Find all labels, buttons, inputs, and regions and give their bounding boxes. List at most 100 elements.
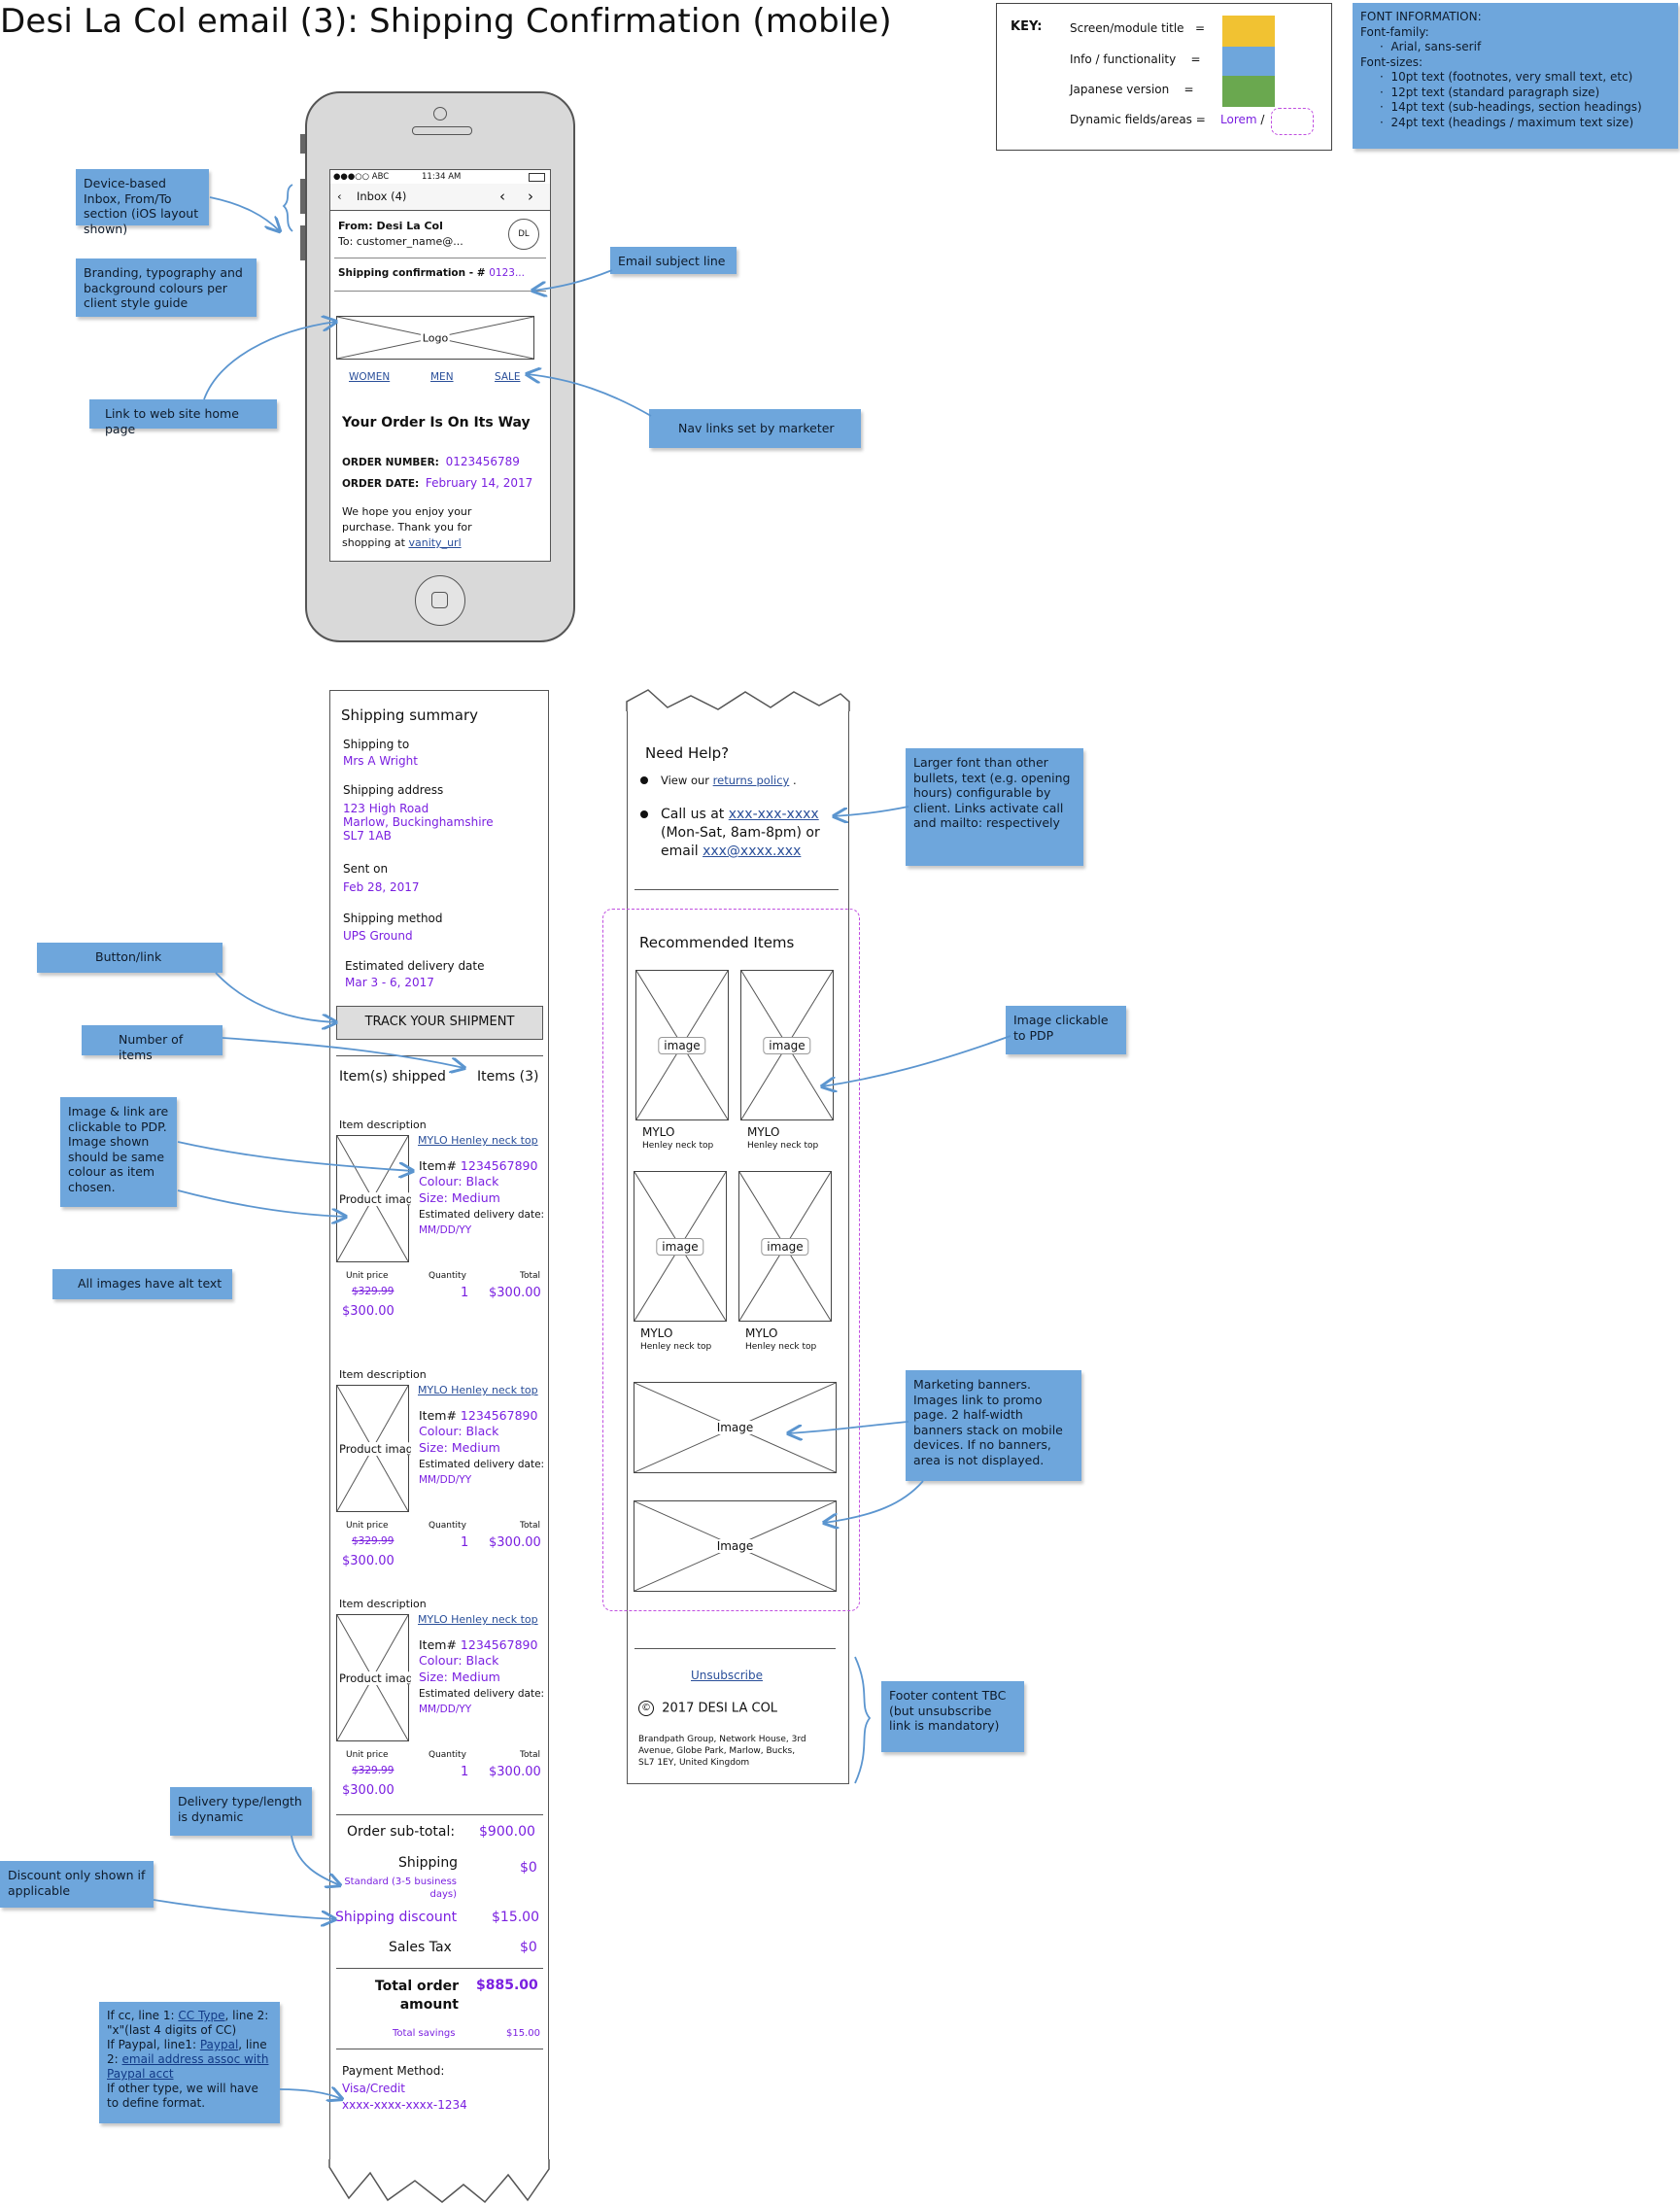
track-shipment-button[interactable]: TRACK YOUR SHIPMENT xyxy=(336,1006,543,1040)
recommended-item-image[interactable]: image xyxy=(738,1171,832,1322)
marketing-banner-1[interactable]: Image xyxy=(634,1382,837,1473)
phone-link[interactable]: xxx-xxx-xxxx xyxy=(728,807,819,822)
item-number: Item# 1234567890 xyxy=(419,1637,538,1652)
items-shipped-label: Item(s) shipped xyxy=(339,1069,446,1085)
item-number: Item# 1234567890 xyxy=(419,1408,538,1423)
key-row-info: Info / functionality = xyxy=(1070,52,1201,66)
unsubscribe-link[interactable]: Unsubscribe xyxy=(691,1669,763,1682)
next-chevron-icon[interactable]: › xyxy=(528,188,533,205)
back-chevron-icon[interactable]: ‹ xyxy=(337,189,342,203)
item-size: Size: Medium xyxy=(419,1190,500,1205)
product-image[interactable]: Product image xyxy=(336,1614,411,1741)
item-est-delivery-value: MM/DD/YY xyxy=(419,1704,472,1715)
subtotal-value: $900.00 xyxy=(479,1824,535,1840)
note-image-link: Image & link are clickable to PDP. Image… xyxy=(60,1097,177,1207)
delivery-label: Estimated delivery date xyxy=(345,959,485,973)
nav-link-women[interactable]: WOMEN xyxy=(349,371,391,383)
recommended-item-name: Henley neck top xyxy=(642,1141,714,1151)
recommended-title: Recommended Items xyxy=(639,934,795,951)
recommended-image-label: image xyxy=(656,1237,704,1256)
item-est-delivery-label: Estimated delivery date: xyxy=(419,1688,545,1700)
item-name-link[interactable]: MYLO Henley neck top xyxy=(418,1613,538,1626)
battery-icon xyxy=(529,173,545,182)
note-payment: If cc, line 1: CC Type, line 2: "x"(last… xyxy=(99,2002,280,2123)
copyright-line: © 2017 DESI LA COL xyxy=(638,1701,777,1716)
total-label: Total xyxy=(520,1521,541,1531)
sale-price: $300.00 xyxy=(342,1783,394,1798)
returns-policy-link[interactable]: returns policy xyxy=(712,774,790,787)
key-row-title: Screen/module title = xyxy=(1070,21,1206,35)
recommended-image-label: image xyxy=(763,1036,811,1054)
phone-speaker xyxy=(412,126,472,135)
sales-tax-label: Sales Tax xyxy=(389,1940,452,1955)
total-label: Total xyxy=(520,1271,541,1281)
note-branding: Branding, typography and background colo… xyxy=(76,258,257,317)
payment-label: Payment Method: xyxy=(342,2064,445,2078)
item-colour: Colour: Black xyxy=(419,1653,499,1668)
nav-link-men[interactable]: MEN xyxy=(430,371,454,383)
item-description-label: Item description xyxy=(339,1368,427,1381)
key-dynamic-sample: Lorem / xyxy=(1220,113,1265,126)
nav-link-sale[interactable]: SALE xyxy=(495,371,521,383)
logo-label: Logo xyxy=(420,331,451,344)
torn-edge-top xyxy=(626,689,850,711)
phone-home-button[interactable] xyxy=(415,575,465,626)
original-price: $329.99 xyxy=(352,1765,394,1776)
item-est-delivery-value: MM/DD/YY xyxy=(419,1474,472,1486)
quantity-label: Quantity xyxy=(429,1750,466,1760)
sale-price: $300.00 xyxy=(342,1554,394,1568)
key-row-japanese: Japanese version = xyxy=(1070,83,1194,96)
recommended-item-image[interactable]: image xyxy=(740,970,834,1120)
recommended-image-label: image xyxy=(761,1237,809,1256)
dynamic-area-recommended xyxy=(602,909,860,1611)
total-label: Total xyxy=(520,1750,541,1760)
key-swatch-yellow xyxy=(1222,16,1275,49)
recommended-item-name: Henley neck top xyxy=(745,1342,817,1352)
phone-side-button xyxy=(300,134,305,154)
items-count: Items (3) xyxy=(477,1069,539,1085)
total-savings-label: Total savings xyxy=(393,2028,456,2039)
note-button-link: Button/link xyxy=(37,943,223,973)
recommended-item-image[interactable]: image xyxy=(635,970,729,1120)
address-line-2: Marlow, Buckinghamshire xyxy=(343,815,494,829)
note-footer: Footer content TBC (but unsubscribe link… xyxy=(881,1681,1024,1752)
note-larger-font: Larger font than other bullets, text (e.… xyxy=(906,748,1083,866)
payment-type: Visa/Credit xyxy=(342,2082,406,2095)
marketing-banner-2[interactable]: Image xyxy=(634,1500,837,1592)
prev-chevron-icon[interactable]: ‹ xyxy=(499,188,505,205)
recommended-item-image[interactable]: image xyxy=(634,1171,727,1322)
shipping-value: $0 xyxy=(520,1860,537,1876)
product-image-alt: Product image xyxy=(337,1191,411,1206)
product-image[interactable]: Product image xyxy=(336,1385,411,1512)
key-box: KEY: Screen/module title = Info / functi… xyxy=(996,3,1332,151)
from-line: From: Desi La Col xyxy=(338,220,443,232)
vanity-url-link[interactable]: vanity_url xyxy=(408,536,462,549)
item-number: Item# 1234567890 xyxy=(419,1158,538,1173)
product-image-alt: Product image xyxy=(337,1441,411,1456)
logo-placeholder[interactable]: Logo xyxy=(336,316,534,360)
banner-label: Image xyxy=(714,1539,756,1553)
recommended-item-brand: MYLO xyxy=(747,1125,780,1139)
recommended-item-brand: MYLO xyxy=(745,1326,778,1340)
item-total: $300.00 xyxy=(489,1535,541,1550)
item-name-link[interactable]: MYLO Henley neck top xyxy=(418,1134,538,1147)
address-label: Shipping address xyxy=(343,783,444,797)
torn-edge-bottom xyxy=(328,2159,550,2204)
inbox-link[interactable]: Inbox (4) xyxy=(357,189,407,203)
email-link[interactable]: xxx@xxxx.xxx xyxy=(703,844,802,859)
note-pdp: Image clickable to PDP xyxy=(1006,1006,1126,1054)
sale-price: $300.00 xyxy=(342,1304,394,1319)
phone-side-button xyxy=(300,225,305,260)
item-size: Size: Medium xyxy=(419,1440,500,1455)
avatar: DL xyxy=(508,219,539,250)
total-order-label: Total order amount xyxy=(374,1979,459,2013)
quantity-label: Quantity xyxy=(429,1521,466,1531)
item-name-link[interactable]: MYLO Henley neck top xyxy=(418,1384,538,1396)
help-panel xyxy=(627,707,849,1784)
order-date: ORDER DATE: February 14, 2017 xyxy=(342,476,533,490)
product-image[interactable]: Product image xyxy=(336,1135,411,1262)
unit-price-label: Unit price xyxy=(346,1750,389,1760)
sent-value: Feb 28, 2017 xyxy=(343,880,420,894)
sales-tax-value: $0 xyxy=(520,1940,537,1955)
key-swatch-blue xyxy=(1222,47,1275,78)
